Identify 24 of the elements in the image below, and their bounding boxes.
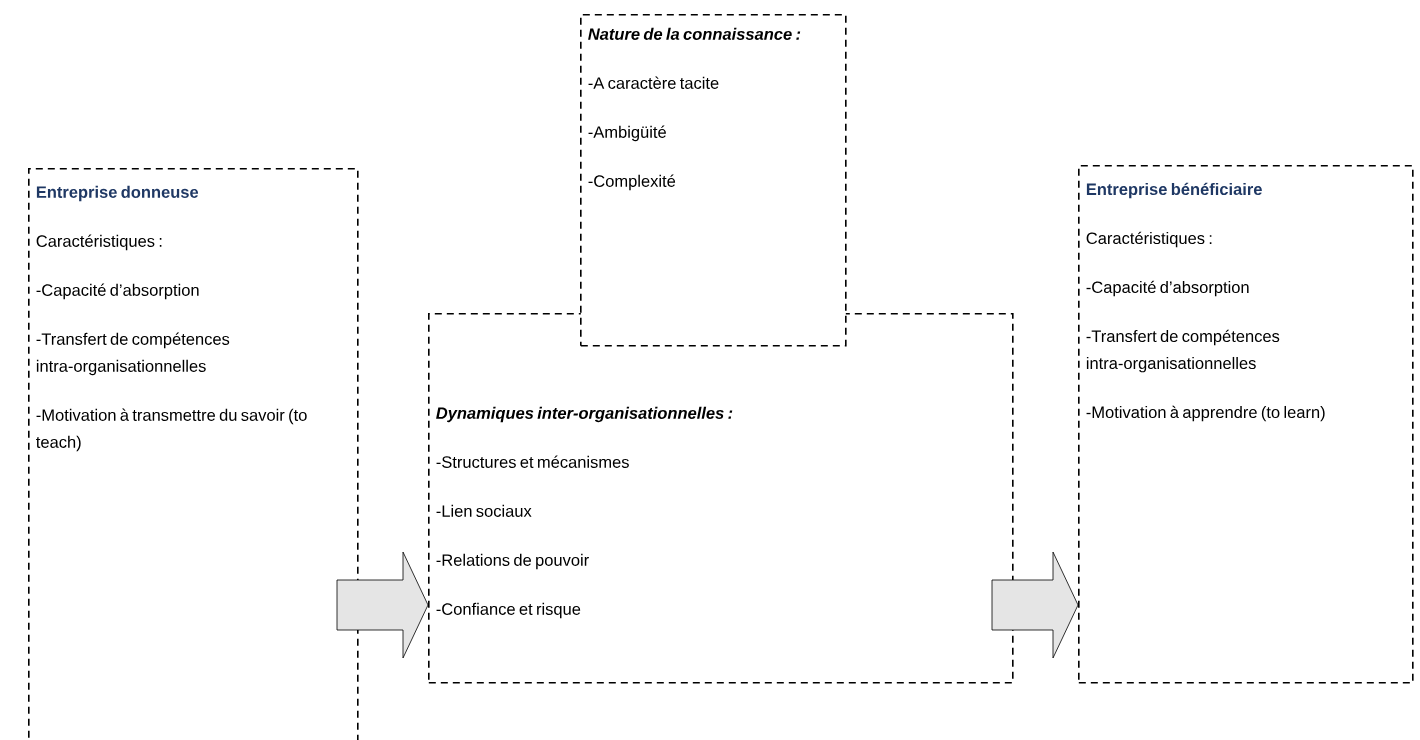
box-heading: Entreprise donneuse <box>36 185 199 202</box>
box-heading: Dynamiques inter-organisationnelles : <box>436 406 733 423</box>
box-text: -A caractère tacite <box>588 76 719 89</box>
box-text: -Transfert de compétences intra-organisationnelles <box>36 332 230 376</box>
box-text: Caractéristiques : <box>36 234 162 251</box>
box-text: -Structures et mécanismes <box>436 455 629 468</box>
box-text: -Motivation à apprendre (to learn) <box>1086 405 1325 422</box>
box-heading: Entreprise bénéficiaire <box>1086 182 1262 199</box>
box-text: -Confiance et risque <box>436 602 581 619</box>
dashed-box <box>28 168 359 740</box>
box-text: Caractéristiques : <box>1086 231 1212 248</box>
box-text: -Capacité d’absorption <box>1086 280 1249 297</box>
box-text: -Lien sociaux <box>436 504 532 517</box>
box-text: -Complexité <box>588 174 676 191</box>
box-text: -Capacité d’absorption <box>36 283 199 300</box>
block-arrow <box>991 551 1079 659</box>
dashed-box <box>580 14 847 347</box>
box-text: -Transfert de compétences intra-organisationnelles <box>1086 329 1280 373</box>
box-text: -Motivation à transmettre du savoir (to teach) <box>36 408 307 452</box>
box-text: -Ambigüité <box>588 125 666 142</box>
box-heading: Nature de la connaissance : <box>588 27 801 40</box>
box-text: -Relations de pouvoir <box>436 553 589 570</box>
block-arrow <box>336 551 429 659</box>
dashed-box <box>1078 165 1414 684</box>
